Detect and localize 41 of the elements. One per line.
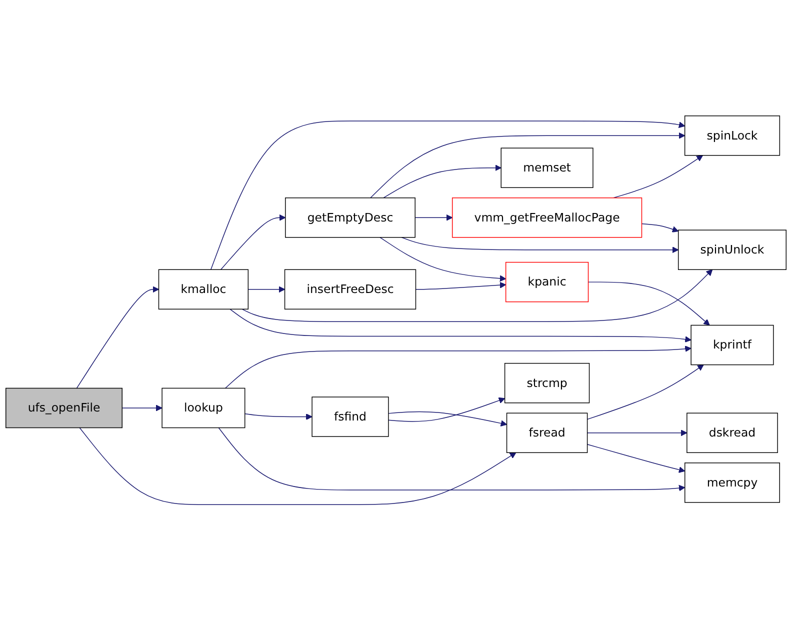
arrow	[613, 154, 703, 198]
arrow	[586, 444, 686, 473]
arrow	[210, 120, 686, 270]
node-box: kprintf	[690, 324, 774, 365]
arrow	[76, 286, 160, 388]
arrow	[415, 282, 506, 290]
node-box: spinLock	[684, 115, 780, 156]
arrow	[244, 413, 312, 420]
arrow	[388, 411, 508, 426]
arrow	[401, 236, 679, 253]
arrow	[370, 132, 686, 198]
arrow	[380, 236, 506, 282]
arrow	[242, 269, 713, 322]
node-box: fsread	[506, 412, 588, 453]
node-box: kpanic	[505, 262, 589, 302]
node-box: spinUnlock	[678, 229, 786, 270]
node-box: strcmp	[504, 362, 590, 403]
arrow	[79, 427, 516, 505]
node-box: memcpy	[684, 462, 780, 503]
arrow	[588, 281, 710, 326]
arrow	[220, 214, 286, 270]
node-box: vmm_getFreeMallocPage	[452, 197, 642, 238]
node-box: lookup	[162, 388, 246, 428]
node-box: fsfind	[312, 396, 389, 437]
node-box: kmalloc	[158, 269, 249, 310]
arrow	[122, 404, 162, 411]
arrow	[230, 308, 692, 342]
node-box: getEmptyDesc	[285, 197, 416, 238]
arrow	[586, 364, 704, 420]
arrow	[248, 286, 286, 292]
arrow	[383, 164, 502, 198]
node-box: insertFreeDesc	[284, 269, 416, 310]
node-box: ufs_openFile	[6, 388, 122, 428]
arrow	[218, 427, 686, 492]
arrow	[224, 345, 692, 388]
arrow	[641, 223, 679, 232]
node-box: dskread	[686, 412, 778, 453]
node-box: memset	[500, 147, 594, 188]
arrow	[414, 214, 453, 221]
arrow	[388, 397, 506, 422]
arrow	[586, 429, 688, 436]
